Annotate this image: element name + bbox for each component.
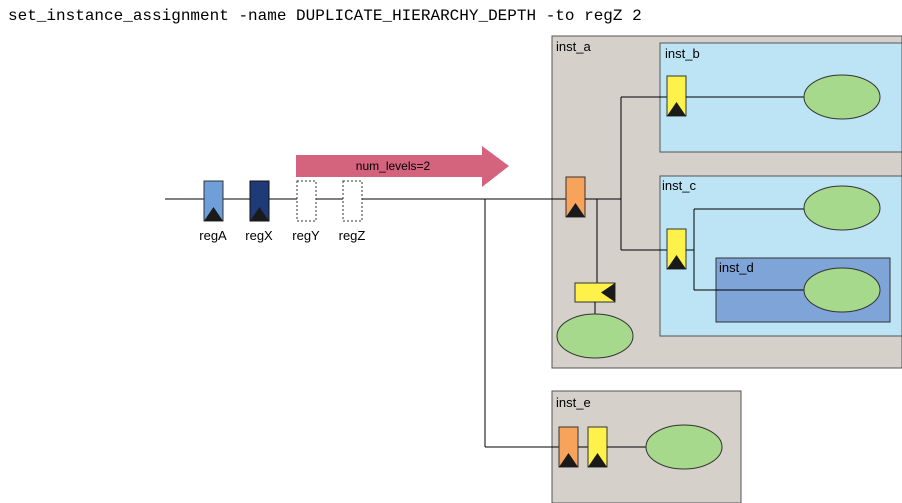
reg-x-label: regX <box>245 228 273 243</box>
inst-c-logic-cloud <box>803 185 881 231</box>
num-levels-label: num_levels=2 <box>356 159 431 173</box>
inst-a-yellow-clock-icon <box>601 283 615 302</box>
reg-x-clock-icon <box>250 207 269 221</box>
command-text: set_instance_assignment -name DUPLICATE_… <box>8 7 642 25</box>
inst-e-yellow-clock-icon <box>588 453 607 467</box>
reg-a-label: regA <box>199 228 227 243</box>
reg-y-label: regY <box>292 228 320 243</box>
inst-a-logic-cloud <box>556 313 634 359</box>
inst-c-clock-icon <box>667 255 686 269</box>
reg-y-block <box>296 180 317 222</box>
inst-b-label: inst_b <box>665 46 700 61</box>
inst-b-clock-icon <box>667 102 686 116</box>
inst-d-logic-cloud <box>803 267 881 313</box>
inst-e-orange-clock-icon <box>559 453 578 467</box>
num-levels-arrow <box>296 146 509 187</box>
inst-b-logic-cloud <box>803 74 881 120</box>
reg-z-block <box>342 180 363 222</box>
inst-c-label: inst_c <box>662 178 696 193</box>
reg-a-clock-icon <box>204 207 223 221</box>
inst-e-label: inst_e <box>556 395 591 410</box>
inst-a-label: inst_a <box>556 39 591 54</box>
inst-a-orange-clock-icon <box>566 203 585 217</box>
inst-d-label: inst_d <box>719 260 754 275</box>
reg-z-label: regZ <box>339 228 366 243</box>
inst-e-logic-cloud <box>645 424 723 470</box>
